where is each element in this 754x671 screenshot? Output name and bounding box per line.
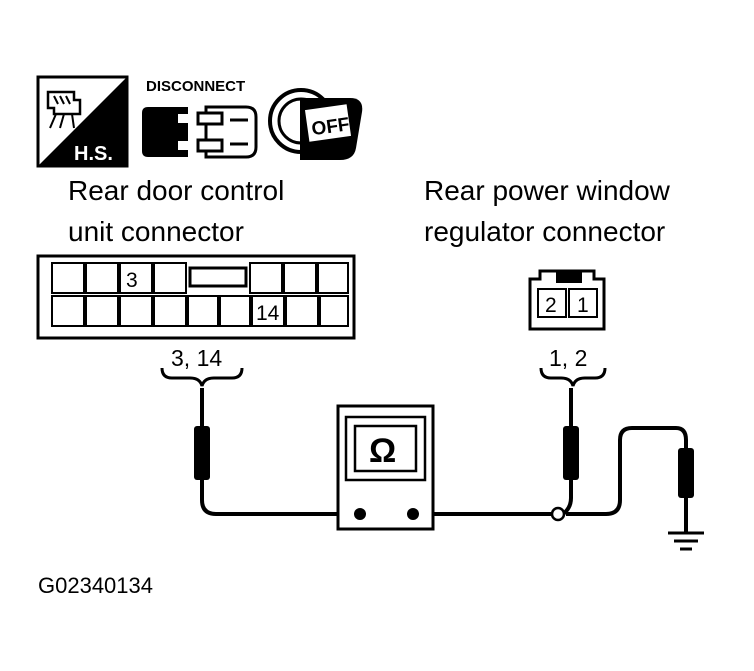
right-connector: 2 1 <box>528 269 606 331</box>
ohmmeter: Ω <box>336 404 435 531</box>
junction-node <box>550 506 566 522</box>
ignition-off-icon: OFF <box>268 88 363 160</box>
test-leads <box>200 388 688 532</box>
left-pin-14: 14 <box>256 302 280 325</box>
right-connector-title-line2: regulator connector <box>424 216 665 247</box>
right-pin-1: 1 <box>577 294 589 317</box>
left-connector-title-line2: unit connector <box>68 216 244 247</box>
ohm-symbol: Ω <box>369 432 396 470</box>
disconnect-label: DISCONNECT <box>146 78 245 95</box>
meter-terminal-left <box>354 508 366 520</box>
left-pin-3: 3 <box>126 269 138 292</box>
left-probe-label: 3, 14 <box>171 345 222 371</box>
right-probe <box>563 426 579 480</box>
right-probe-bracket <box>539 367 607 387</box>
left-connector: 3 14 <box>36 254 356 340</box>
left-probe-bracket <box>160 367 244 387</box>
left-connector-title-line1: Rear door control <box>68 175 284 206</box>
figure-id: G02340134 <box>38 573 153 598</box>
hs-label: H.S. <box>74 143 113 165</box>
ground-probe <box>678 448 694 498</box>
left-probe <box>194 426 210 480</box>
connector-lock-tab <box>188 266 248 288</box>
ground-icon <box>668 531 704 551</box>
right-probe-label: 1, 2 <box>549 345 587 371</box>
off-label: OFF <box>310 114 351 140</box>
right-pin-2: 2 <box>545 294 557 317</box>
right-connector-title-line1: Rear power window <box>424 175 671 206</box>
harness-side-icon: H.S. <box>36 75 129 168</box>
disconnect-icon: DISCONNECT <box>142 78 258 159</box>
meter-terminal-right <box>407 508 419 520</box>
